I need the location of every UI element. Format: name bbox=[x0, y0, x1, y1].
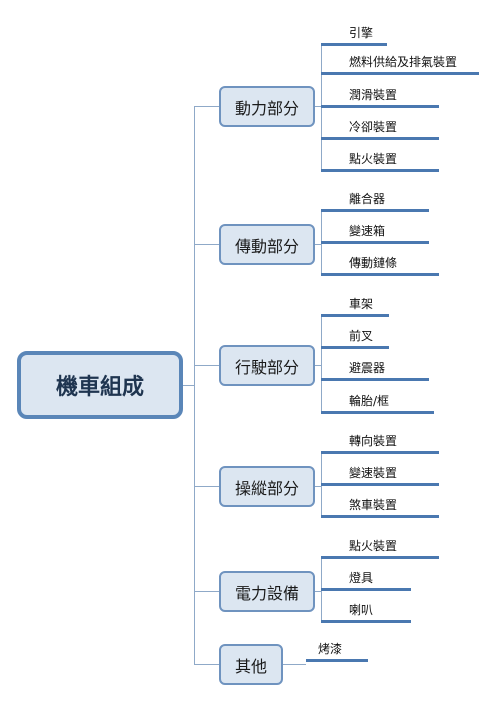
leaf-label: 煞車裝置 bbox=[349, 498, 398, 512]
leaf-underline bbox=[321, 241, 429, 244]
leaf-underline bbox=[321, 72, 479, 75]
category-label: 傳動部分 bbox=[234, 236, 299, 256]
leaf-label: 傳動鏈條 bbox=[349, 256, 398, 270]
branch-connector bbox=[194, 591, 219, 592]
leaf-underline bbox=[321, 620, 411, 623]
branch-connector bbox=[194, 244, 219, 245]
category-node[interactable]: 傳動部分 bbox=[219, 224, 315, 265]
category-out-connector bbox=[283, 664, 306, 665]
leaf-underline bbox=[321, 169, 439, 172]
category-node[interactable]: 動力部分 bbox=[219, 86, 315, 127]
leaf-underline bbox=[321, 451, 439, 454]
category-out-connector bbox=[315, 365, 321, 366]
leaf-label: 變速裝置 bbox=[349, 466, 398, 480]
category-node[interactable]: 行駛部分 bbox=[219, 345, 315, 386]
branch-connector bbox=[194, 365, 219, 366]
leaf-underline bbox=[321, 209, 429, 212]
branch-connector bbox=[194, 106, 219, 107]
category-label: 其他 bbox=[234, 656, 267, 676]
root-label: 機車組成 bbox=[55, 375, 144, 400]
leaf-underline bbox=[306, 659, 368, 662]
branch-connector bbox=[194, 486, 219, 487]
leaf-underline bbox=[321, 378, 429, 381]
category-label: 動力部分 bbox=[234, 98, 299, 118]
category-out-connector bbox=[315, 591, 321, 592]
category-label: 電力設備 bbox=[234, 583, 299, 603]
category-label: 行駛部分 bbox=[234, 357, 299, 377]
category-out-connector bbox=[315, 486, 321, 487]
leaf-underline bbox=[321, 314, 389, 317]
leaf-label: 車架 bbox=[349, 297, 374, 311]
branch-connector bbox=[194, 664, 219, 665]
leaf-underline bbox=[321, 483, 439, 486]
leaf-label: 轉向裝置 bbox=[349, 434, 398, 448]
leaf-underline bbox=[321, 515, 439, 518]
leaf-label: 烤漆 bbox=[318, 642, 343, 656]
leaf-label: 燈具 bbox=[349, 571, 374, 585]
trunk-connector bbox=[194, 106, 195, 664]
leaf-label: 點火裝置 bbox=[349, 539, 398, 553]
leaf-underline bbox=[321, 411, 434, 414]
leaf-underline bbox=[321, 105, 439, 108]
category-out-connector bbox=[315, 106, 321, 107]
leaf-label: 點火裝置 bbox=[349, 152, 398, 166]
leaf-label: 輪胎/框 bbox=[349, 394, 390, 408]
leaf-underline bbox=[321, 273, 439, 276]
leaf-label: 離合器 bbox=[349, 192, 386, 206]
category-label: 操縱部分 bbox=[234, 478, 299, 498]
leaf-underline bbox=[321, 43, 387, 46]
leaf-label: 避震器 bbox=[349, 361, 386, 375]
leaf-label: 喇叭 bbox=[349, 603, 374, 617]
leaf-label: 變速箱 bbox=[349, 224, 386, 238]
leaf-label: 燃料供給及排氣裝置 bbox=[349, 55, 458, 69]
category-node[interactable]: 其他 bbox=[219, 644, 283, 685]
leaf-underline bbox=[321, 588, 411, 591]
leaf-underline bbox=[321, 556, 439, 559]
leaf-underline bbox=[321, 346, 389, 349]
category-out-connector bbox=[315, 244, 321, 245]
root-node[interactable]: 機車組成 bbox=[17, 351, 183, 419]
leaf-label: 引擎 bbox=[349, 26, 374, 40]
leaf-underline bbox=[321, 137, 439, 140]
leaf-label: 前叉 bbox=[349, 329, 374, 343]
leaf-connector bbox=[321, 314, 322, 411]
leaf-label: 冷卻裝置 bbox=[349, 120, 398, 134]
category-node[interactable]: 電力設備 bbox=[219, 571, 315, 612]
category-node[interactable]: 操縱部分 bbox=[219, 466, 315, 507]
root-connector bbox=[183, 385, 194, 386]
leaf-label: 潤滑裝置 bbox=[349, 88, 398, 102]
